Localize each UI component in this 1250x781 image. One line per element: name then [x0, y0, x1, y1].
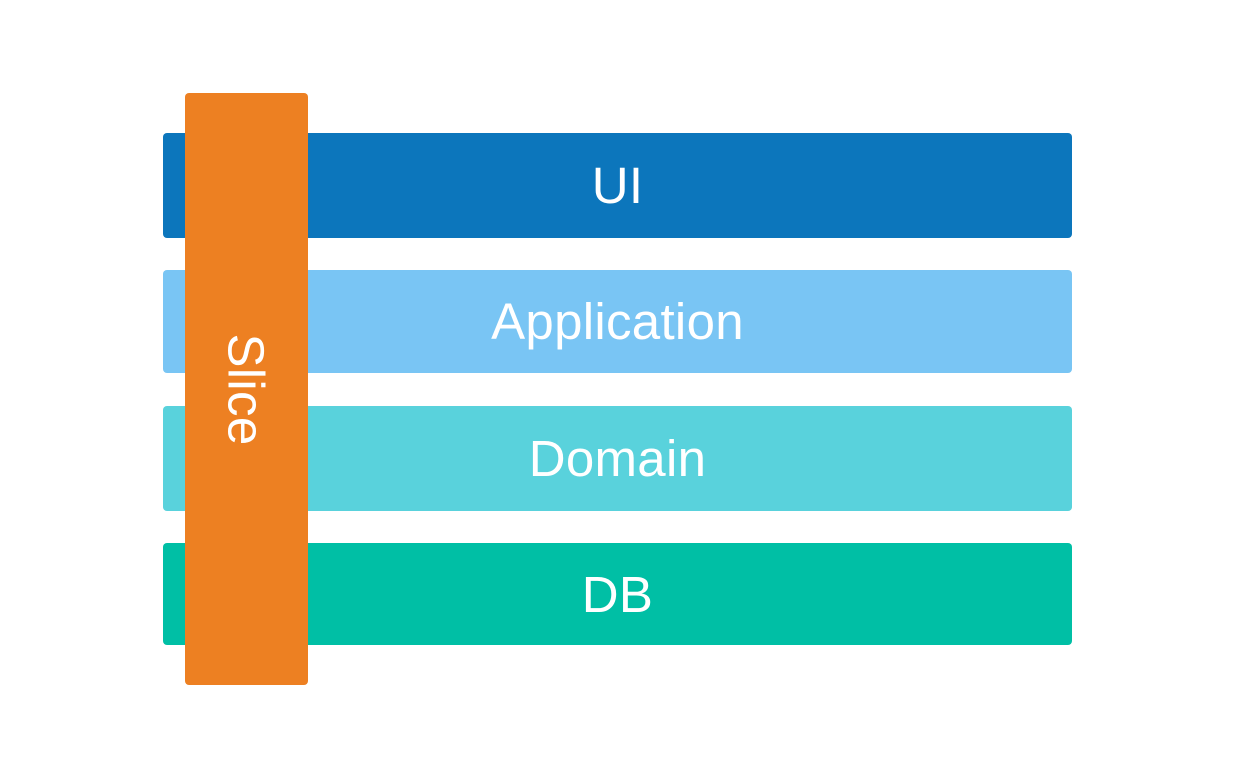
- layer-label-ui: UI: [591, 157, 644, 214]
- slice-label: Slice: [217, 332, 275, 446]
- layer-label-application: Application: [491, 293, 744, 350]
- slice-bar[interactable]: Slice: [185, 93, 308, 685]
- layer-bar-domain[interactable]: Domain: [163, 406, 1072, 511]
- layer-bar-ui[interactable]: UI: [163, 133, 1072, 238]
- layer-label-domain: Domain: [528, 430, 707, 487]
- layer-label-db: DB: [581, 565, 654, 623]
- layer-bar-db[interactable]: DB: [163, 543, 1072, 645]
- layer-bar-application[interactable]: Application: [163, 270, 1072, 373]
